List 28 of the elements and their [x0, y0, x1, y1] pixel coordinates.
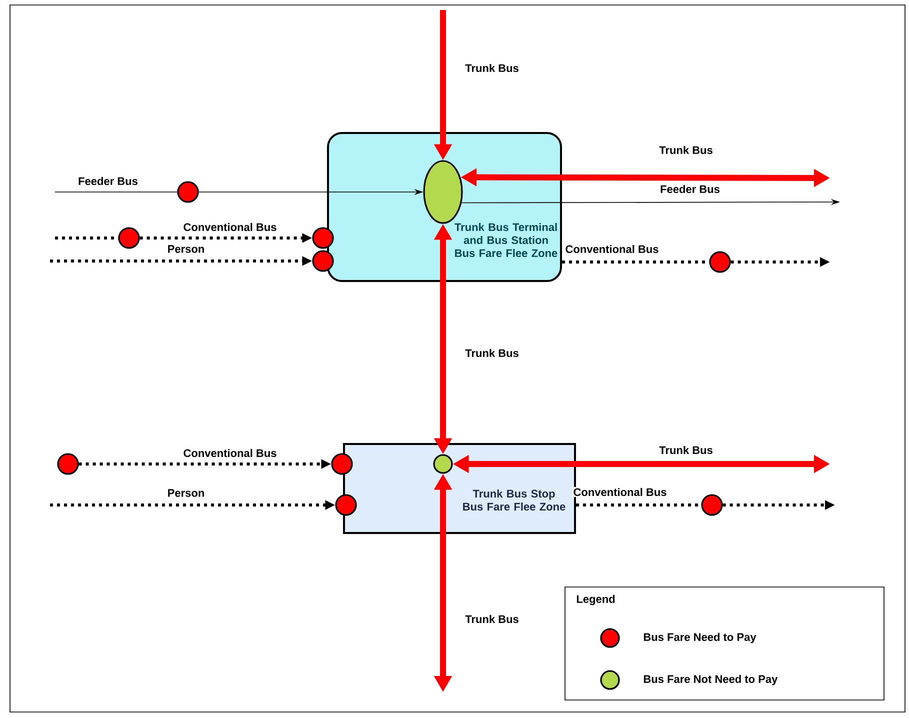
edge-label: Trunk Bus: [464, 614, 520, 624]
fare-point-circle: [701, 494, 723, 516]
fare-point-circle: [312, 250, 334, 272]
fare-point-ellipse: [423, 160, 463, 224]
edge-label: Trunk Bus: [658, 144, 714, 156]
fare-point-circle: [118, 227, 140, 249]
legend-title: Legend: [576, 594, 615, 606]
edge-label: Person: [166, 488, 206, 498]
edge-label: Person: [166, 244, 206, 254]
legend-label: Bus Fare Not Need to Pay: [644, 674, 778, 686]
fare-point-circle: [433, 454, 453, 474]
edge-label: Trunk Bus: [464, 62, 520, 74]
fare-point-circle: [709, 251, 731, 273]
edge-label: Trunk Bus: [658, 444, 714, 456]
edge-label: Conventional Bus: [182, 448, 278, 458]
fare-point-circle: [177, 181, 199, 203]
fare-point-circle: [335, 494, 357, 516]
edge-label: Conventional Bus: [564, 244, 660, 254]
terminal-box: Trunk Bus Terminal and Bus Station Bus Fare Flee Zone: [327, 132, 562, 282]
legend-label: Bus Fare Need to Pay: [644, 632, 756, 644]
fare-point-circle: [57, 453, 79, 475]
fare-point-circle: [331, 453, 353, 475]
edge-label: Feeder Bus: [77, 176, 139, 186]
edge-label: Feeder Bus: [659, 184, 721, 194]
fare-point-circle: [312, 227, 334, 249]
edge-label: Trunk Bus: [464, 348, 520, 358]
edge-label: Conventional Bus: [182, 222, 278, 232]
edge-label: Conventional Bus: [572, 486, 668, 498]
